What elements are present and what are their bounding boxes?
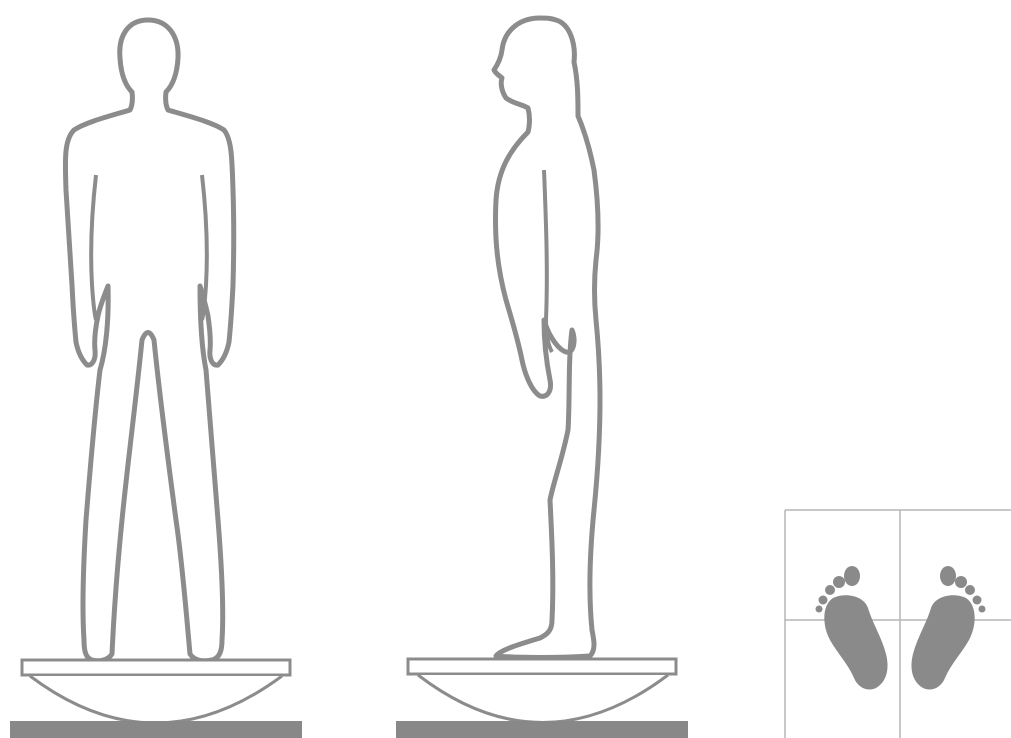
right-footprint [911, 566, 985, 690]
balance-board-side [408, 659, 676, 723]
foot-diagram [785, 510, 1011, 738]
side-arm-line [544, 170, 552, 352]
side-view [396, 18, 688, 738]
ground-bar [10, 721, 302, 738]
left-footprint [816, 566, 888, 690]
board-platform-side [408, 659, 676, 674]
board-dome-side [418, 675, 668, 723]
front-view [10, 20, 302, 738]
front-left-arm-line [91, 175, 96, 320]
standing-person-front-icon [65, 20, 233, 661]
board-dome [30, 676, 282, 723]
board-platform [22, 660, 290, 675]
balance-board-icon [22, 660, 290, 723]
ground-bar-side [396, 721, 688, 738]
